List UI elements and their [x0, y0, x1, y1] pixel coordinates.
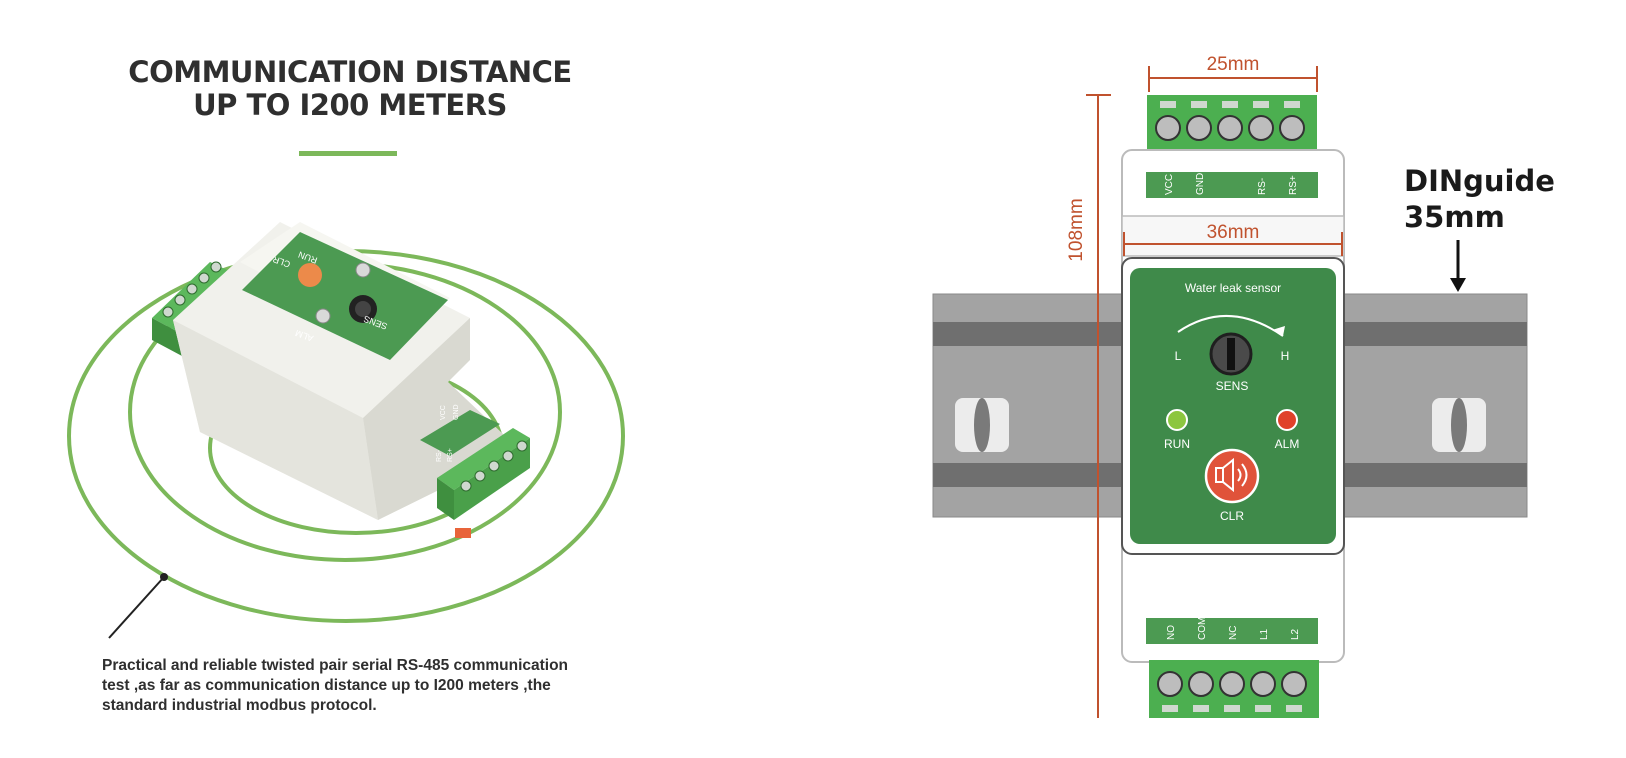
run-label: RUN: [1164, 437, 1190, 451]
dimension-body-width: 36mm: [1207, 222, 1260, 243]
dimension-lines: [1086, 66, 1343, 718]
bottom-terminal-label-5: L2: [1290, 628, 1301, 640]
din-guide-line-2: 35mm: [1404, 200, 1505, 234]
headline-line-2: UP TO I200 METERS: [193, 88, 507, 122]
description-line-2: test ,as far as communication distance u…: [102, 677, 551, 694]
top-terminal-label-1: VCC: [1164, 174, 1175, 195]
din-arrow-head: [1450, 278, 1466, 292]
alm-led: [1276, 409, 1298, 431]
knob-low-label: L: [1175, 349, 1182, 363]
device-3d-label-gnd: GND: [453, 404, 460, 420]
headline-line-1: COMMUNICATION DISTANCE: [128, 55, 572, 89]
alm-label: ALM: [1275, 437, 1300, 451]
description: Practical and reliable twisted pair seri…: [102, 656, 642, 716]
run-led: [1166, 409, 1188, 431]
din-guide-line-1: DINguide: [1404, 164, 1555, 198]
bottom-terminal-label-4: L1: [1259, 628, 1270, 640]
top-terminal-label-5: RS+: [1288, 175, 1299, 195]
device-3d-label-rs-plus: RS+: [447, 448, 454, 462]
front-panel-title: Water leak sensor: [1185, 281, 1281, 295]
top-terminal-label-4: RS-: [1257, 178, 1268, 195]
headline: COMMUNICATION DISTANCE UP TO I200 METERS: [100, 56, 600, 122]
dimension-drawing: 25mm 36mm 108mm VCC GND RS- RS+ NO COM N…: [932, 54, 1528, 718]
bottom-terminal-block: [1149, 660, 1319, 718]
sens-arrow-head: [1272, 326, 1285, 336]
front-panel: [1130, 268, 1336, 544]
bottom-terminal-label-2: COM: [1197, 617, 1208, 640]
bottom-label-strip: [1146, 618, 1318, 644]
bottom-terminal-label-3: NC: [1228, 626, 1239, 640]
dimension-height: 108mm: [1066, 198, 1087, 261]
housing-step: [1121, 215, 1345, 257]
bottom-terminal-label-1: NO: [1166, 625, 1177, 640]
knob-slot: [1227, 338, 1235, 370]
device-housing: [173, 222, 530, 538]
pointer-dot: [160, 573, 168, 581]
description-line-1: Practical and reliable twisted pair seri…: [102, 657, 569, 674]
description-line-3: standard industrial modbus protocol.: [102, 697, 377, 714]
sens-arrow: [1177, 314, 1284, 337]
device-illustration: RUN CLR SENS ALM VCC GND RS- RS+: [67, 222, 625, 639]
pointer-line: [108, 576, 165, 639]
device-3d-label-rs-minus: RS-: [436, 449, 443, 462]
knob-high-label: H: [1281, 349, 1290, 363]
device-3d-label-vcc: VCC: [440, 405, 447, 420]
sens-label: SENS: [1216, 379, 1249, 393]
dimension-top-width: 25mm: [1207, 54, 1260, 75]
din-guide-label: DINguide 35mm: [1404, 163, 1555, 235]
headline-underline: [299, 151, 397, 156]
top-label-strip: [1146, 172, 1318, 198]
top-terminal-block: [1147, 95, 1317, 153]
speaker-icon: [1215, 457, 1248, 493]
top-terminal-label-2: GND: [1195, 173, 1206, 195]
clr-label: CLR: [1220, 509, 1244, 523]
